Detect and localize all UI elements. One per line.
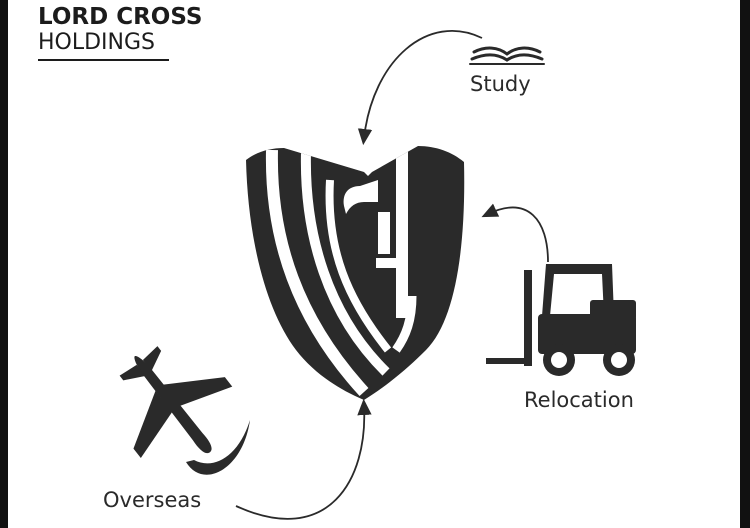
open-book-icon	[469, 46, 545, 65]
overseas-arrow	[235, 398, 372, 520]
logo-line1: LORD CROSS	[38, 4, 203, 30]
logo-underline	[38, 59, 169, 61]
company-logo: LORD CROSS HOLDINGS	[38, 4, 202, 56]
logo-line2: HOLDINGS	[38, 30, 156, 55]
diagram-graphics	[119, 30, 636, 520]
airplane-icon	[119, 346, 233, 459]
relocation-arrow	[481, 203, 549, 263]
diagram-canvas: LORD CROSS HOLDINGS	[8, 0, 740, 528]
flight-trail-swoosh	[186, 420, 250, 475]
relocation-label: Relocation	[524, 388, 634, 412]
study-label: Study	[470, 72, 531, 96]
forklift-icon	[486, 264, 636, 376]
overseas-label: Overseas	[103, 488, 202, 512]
study-arrow	[357, 30, 483, 146]
shield-emblem-icon	[246, 146, 465, 400]
